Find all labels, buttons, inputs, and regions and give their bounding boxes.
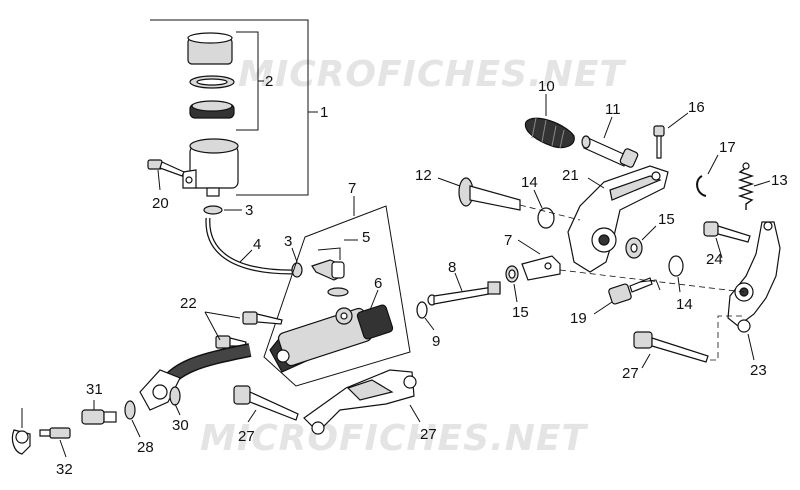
crush-washer-28-right-part [169, 386, 181, 406]
callout-8: 8 [448, 259, 456, 276]
brake-lever-23-part [567, 165, 669, 273]
crush-washer-28-left-part [124, 400, 136, 420]
callout-12: 11 [605, 101, 621, 118]
seal-washer-part [327, 287, 349, 297]
callout-19: 17 [719, 139, 736, 156]
callout-26: 24 [706, 251, 723, 268]
bolt-27-left-part [233, 385, 299, 421]
callout-5: 5 [362, 229, 370, 246]
callout-10: 9 [432, 333, 440, 350]
hose-clamp-upper-part [203, 205, 223, 215]
callout-27-right: 27 [622, 365, 639, 382]
callout-27-left: 27 [238, 428, 255, 445]
callout-25: 27 [420, 426, 437, 443]
cap-gasket-part [189, 75, 235, 89]
nut-17-part [505, 265, 519, 283]
reservoir-cap-part [187, 32, 233, 65]
callout-7: 7 [348, 180, 356, 197]
reservoir-body-part [182, 138, 239, 197]
footrest-bracket-part [303, 369, 417, 435]
callout-4: 4 [253, 236, 261, 253]
o-ring-15-lower-part [668, 255, 684, 277]
callout-2: 2 [265, 73, 273, 90]
callout-15-upper: 14 [521, 174, 538, 191]
bolt-26-part [703, 221, 751, 243]
callout-23: 21 [562, 167, 579, 184]
callout-16: 15 [658, 211, 675, 228]
dust-cap-32-part [11, 429, 31, 455]
screw-20-part [147, 159, 185, 177]
brake-pedal-24-part [727, 221, 781, 333]
o-ring-15-upper-part [537, 207, 555, 229]
banjo-bolt-30-part [81, 409, 117, 425]
brake-hose-part [139, 343, 252, 411]
clevis-9-part [521, 255, 561, 281]
callout-28-right: 30 [172, 417, 189, 434]
washer-16-part [625, 237, 643, 259]
diaphragm-part [189, 100, 235, 119]
master-cylinder-part [269, 304, 394, 373]
return-spring-14-part [737, 162, 755, 210]
bolt-27-right-part [633, 331, 709, 363]
watermark-top: MICROFICHES.NET [238, 54, 626, 95]
callout-15-lower: 14 [676, 296, 693, 313]
callout-1: 1 [320, 104, 328, 121]
callout-24: 23 [750, 362, 767, 379]
screw-18-part [653, 125, 665, 159]
callout-28-left: 28 [137, 439, 154, 456]
rubber-boot-11-part [524, 117, 575, 149]
callout-31: 32 [56, 461, 73, 478]
callout-box-7 [263, 205, 411, 387]
pivot-pin-12-part [581, 135, 639, 168]
callout-13: 12 [415, 167, 432, 184]
callout-3-lower: 3 [284, 233, 292, 250]
callout-30: 31 [86, 381, 103, 398]
callout-20: 20 [152, 195, 169, 212]
callout-11: 10 [538, 78, 555, 95]
callout-9: 7 [504, 232, 512, 249]
callout-bracket-1 [150, 19, 309, 196]
hose-fitting-part [311, 259, 345, 281]
callout-3-upper: 3 [245, 202, 253, 219]
callout-21: 19 [570, 310, 587, 327]
bolt-22-upper-part [242, 311, 283, 325]
watermark-bottom: MICROFICHES.NET [200, 418, 588, 459]
push-rod-8-part [427, 281, 501, 306]
callout-14: 13 [771, 172, 788, 189]
brake-switch-21-part [608, 277, 661, 305]
callout-17: 15 [512, 304, 529, 321]
callout-22: 22 [180, 295, 197, 312]
callout-6: 6 [374, 275, 382, 292]
o-ring-10-part [416, 301, 428, 319]
reservoir-hose-part [205, 217, 293, 275]
pivot-bolt-13-part [458, 177, 521, 211]
callout-18: 16 [688, 99, 705, 116]
circlip-19-part [696, 175, 707, 197]
bleeder-31-part [39, 427, 71, 439]
